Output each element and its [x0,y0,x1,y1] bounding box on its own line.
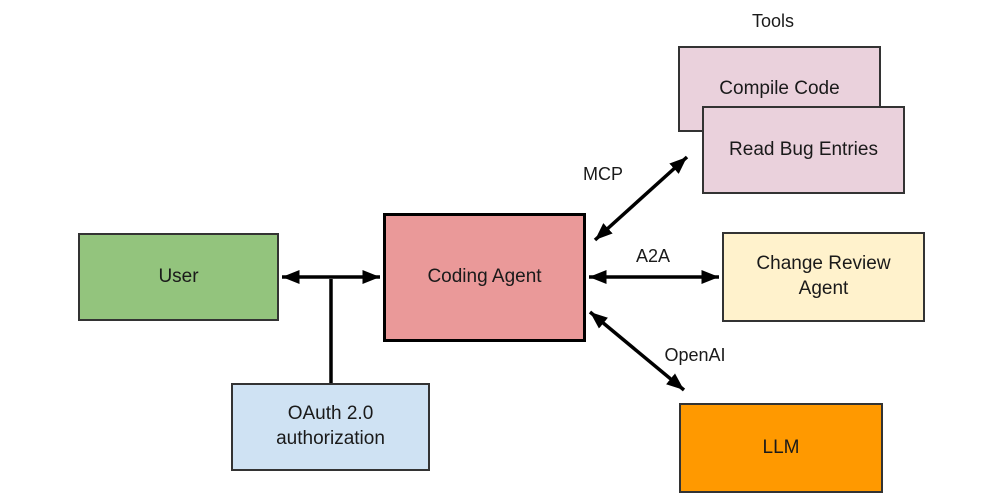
user-label: User [158,265,199,287]
llm-label: LLM [762,436,800,458]
node-change-review-agent: Change Review Agent [722,232,925,322]
node-coding-agent: Coding Agent [383,213,586,342]
tools-group-label: Tools [751,11,795,31]
node-read-bug-entries: Read Bug Entries [702,106,905,194]
oauth-label: OAuth 2.0 authorization [276,403,385,449]
change-review-agent-label: Change Review Agent [756,253,891,299]
node-user: User [78,233,279,321]
node-llm: LLM [679,403,883,493]
mcp-edge-label: MCP [583,164,623,184]
openai-edge-label: OpenAI [664,345,726,365]
compile-code-label: Compile Code [719,77,840,99]
a2a-edge-label: A2A [635,246,671,266]
node-oauth: OAuth 2.0 authorization [231,383,430,471]
coding-agent-label: Coding Agent [427,266,542,288]
read-bug-entries-label: Read Bug Entries [729,138,878,160]
